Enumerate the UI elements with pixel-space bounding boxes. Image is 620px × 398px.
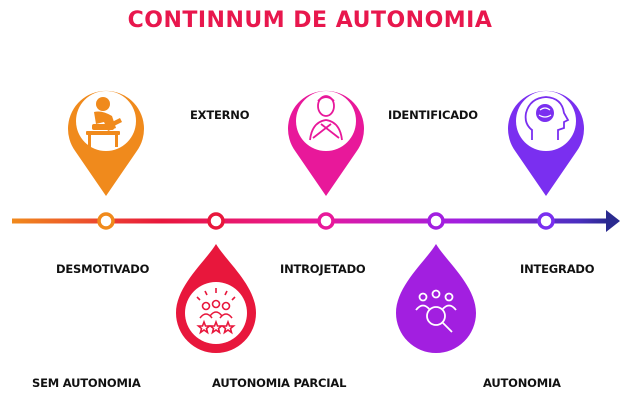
level-label-autonomia: AUTONOMIA [483, 376, 561, 390]
head-brain-icon [524, 96, 570, 140]
pin-integrado [508, 90, 584, 230]
pin-desmotivado [68, 90, 144, 230]
stage-label-integrado: INTEGRADO [520, 262, 595, 276]
pin-introjetado [288, 90, 364, 230]
diagram-title: CONTINNUM DE AUTONOMIA [127, 8, 493, 33]
pin-identificado [396, 212, 476, 353]
group-magnifier-icon [415, 289, 457, 333]
timeline-line [12, 218, 608, 224]
stage-label-introjetado: INTROJETADO [280, 262, 366, 276]
level-label-autonomia-parcial: AUTONOMIA PARCIAL [212, 376, 347, 390]
person-hands-on-chest-icon [309, 95, 343, 141]
stage-label-externo: EXTERNO [190, 108, 250, 122]
group-rating-stars-icon [196, 288, 236, 335]
pin-externo [176, 212, 256, 353]
level-label-sem-autonomia: SEM AUTONOMIA [32, 376, 141, 390]
timeline-arrowhead [606, 210, 620, 232]
unmotivated-person-icon [86, 97, 122, 147]
stage-label-identificado: IDENTIFICADO [388, 108, 478, 122]
stage-label-desmotivado: DESMOTIVADO [56, 262, 150, 276]
